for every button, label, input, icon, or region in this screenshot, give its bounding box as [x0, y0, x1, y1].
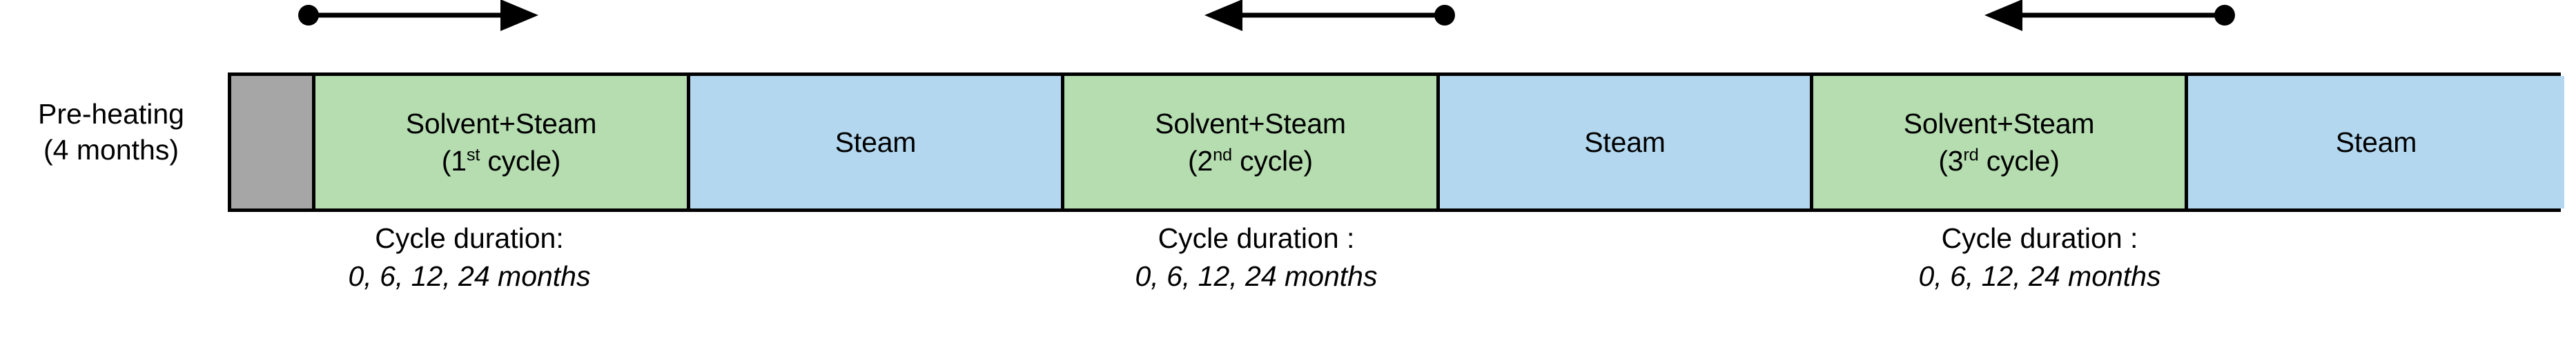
arrow-start-dot-icon — [298, 5, 319, 26]
cycle-ordinal-suffix: nd — [1213, 145, 1232, 165]
cycle-ordinal-number: (2 — [1188, 145, 1213, 177]
cycle-word: cycle) — [480, 145, 561, 177]
segment-label-primary: Solvent+Steam — [405, 108, 597, 139]
cycle-ordinal-number: (1 — [441, 145, 467, 177]
timeline-segment-steam-2: Steam — [1440, 76, 1813, 208]
timeline-segment-solvent-steam-cycle-2: Solvent+Steam(2nd cycle) — [1064, 76, 1440, 208]
caption-title: Cycle duration: — [375, 222, 564, 254]
cycle-word: cycle) — [1978, 145, 2060, 177]
arrow-shaft — [309, 12, 500, 18]
caption-durations: 0, 6, 12, 24 months — [348, 260, 591, 292]
caption-durations: 0, 6, 12, 24 months — [1135, 260, 1378, 292]
segment-label-primary: Steam — [2335, 126, 2417, 158]
segment-label-primary: Steam — [1584, 126, 1666, 158]
segment-label-cycle: (3rd cycle) — [1938, 142, 2060, 179]
cycle-ordinal-suffix: st — [466, 145, 480, 165]
segment-label-cycle: (1st cycle) — [442, 142, 561, 179]
cycle-3-arrow — [1984, 0, 2236, 66]
segment-label-primary: Steam — [835, 126, 917, 158]
cycle-2-duration: Cycle duration : 0, 6, 12, 24 months — [1015, 220, 1498, 295]
pre-heating-label-line1: Pre-heating — [38, 98, 184, 130]
caption-title: Cycle duration : — [1158, 222, 1355, 254]
arrow-head-icon — [1984, 0, 2022, 31]
arrow-shaft — [2022, 12, 2225, 18]
timeline-segment-steam-1: Steam — [690, 76, 1064, 208]
cycle-3-duration: Cycle duration : 0, 6, 12, 24 months — [1798, 220, 2281, 295]
cycle-ordinal-suffix: rd — [1963, 145, 1979, 165]
arrow-head-icon — [1204, 0, 1242, 31]
cycle-ordinal-number: (3 — [1938, 145, 1964, 177]
cycle-1-duration: Cycle duration: 0, 6, 12, 24 months — [228, 220, 711, 295]
cycle-2-arrow — [1204, 0, 1456, 66]
arrow-start-dot-icon — [2214, 5, 2235, 26]
cycle-word: cycle) — [1231, 145, 1313, 177]
timeline-segment-pre-heating-block — [231, 76, 315, 208]
timeline-segment-steam-3: Steam — [2188, 76, 2564, 208]
arrow-shaft — [1242, 12, 1445, 18]
arrow-head-icon — [500, 0, 538, 31]
timeline-segment-solvent-steam-cycle-1: Solvent+Steam(1st cycle) — [315, 76, 690, 208]
arrows-layer — [0, 0, 2576, 66]
timeline-segment-solvent-steam-cycle-3: Solvent+Steam(3rd cycle) — [1813, 76, 2188, 208]
segment-label-primary: Solvent+Steam — [1903, 108, 2095, 139]
segment-label-cycle: (2nd cycle) — [1188, 142, 1313, 179]
cycle-1-arrow — [297, 0, 538, 66]
arrow-start-dot-icon — [1434, 5, 1455, 26]
caption-title: Cycle duration : — [1941, 222, 2138, 254]
pre-heating-label: Pre-heating (4 months) — [0, 96, 222, 168]
pre-heating-label-line2: (4 months) — [43, 134, 179, 166]
segment-label-primary: Solvent+Steam — [1155, 108, 1346, 139]
caption-durations: 0, 6, 12, 24 months — [1918, 260, 2161, 292]
